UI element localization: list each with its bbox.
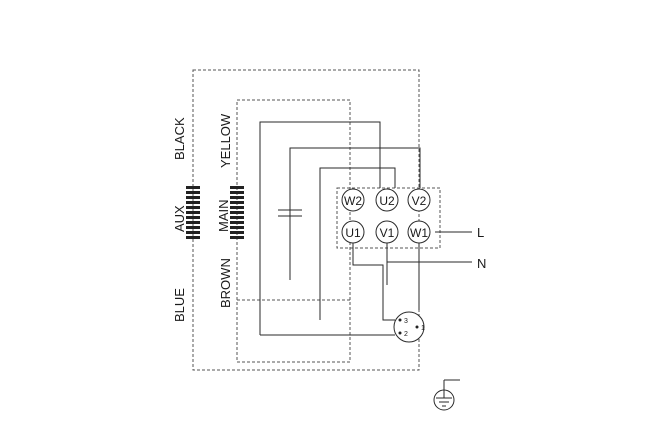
svg-text:V2: V2 (412, 194, 427, 208)
label-n: N (477, 256, 486, 271)
terminal-u2: U2 (375, 188, 399, 212)
thermal-switch: 3 2 1 (393, 311, 425, 343)
label-black: BLACK (172, 117, 187, 160)
label-main: MAIN (216, 200, 231, 233)
terminal-w2: W2 (341, 188, 365, 212)
label-blue: BLUE (172, 288, 187, 322)
wire-cap-to-v2 (289, 147, 421, 280)
main-winding-enclosure (236, 99, 351, 363)
label-l: L (477, 225, 484, 240)
svg-text:U2: U2 (379, 194, 395, 208)
aux-coil (186, 186, 200, 239)
terminal-v1: V1 (375, 220, 399, 244)
aux-winding-enclosure (192, 69, 420, 371)
label-brown: BROWN (218, 258, 233, 308)
wire-u1-down (352, 240, 395, 321)
switch-pin-1: 1 (421, 325, 425, 332)
label-aux: AUX (172, 205, 187, 232)
ground-icon (433, 379, 460, 411)
svg-text:W1: W1 (410, 226, 428, 240)
wire-main-to-u2 (319, 167, 396, 320)
svg-text:U1: U1 (345, 226, 361, 240)
terminal-w1: W1 (407, 220, 431, 244)
switch-pin-3: 3 (404, 318, 408, 325)
switch-pin-2: 2 (404, 331, 408, 338)
label-yellow: YELLOW (218, 113, 233, 168)
terminal-v2: V2 (407, 188, 431, 212)
terminal-u1: U1 (341, 220, 365, 244)
svg-text:V1: V1 (380, 226, 395, 240)
terminal-box (336, 187, 441, 249)
wire-aux-to-w2 (259, 121, 381, 335)
main-winding-return (237, 299, 351, 362)
svg-text:W2: W2 (344, 194, 362, 208)
capacitor (278, 148, 302, 280)
main-coil (230, 186, 244, 239)
